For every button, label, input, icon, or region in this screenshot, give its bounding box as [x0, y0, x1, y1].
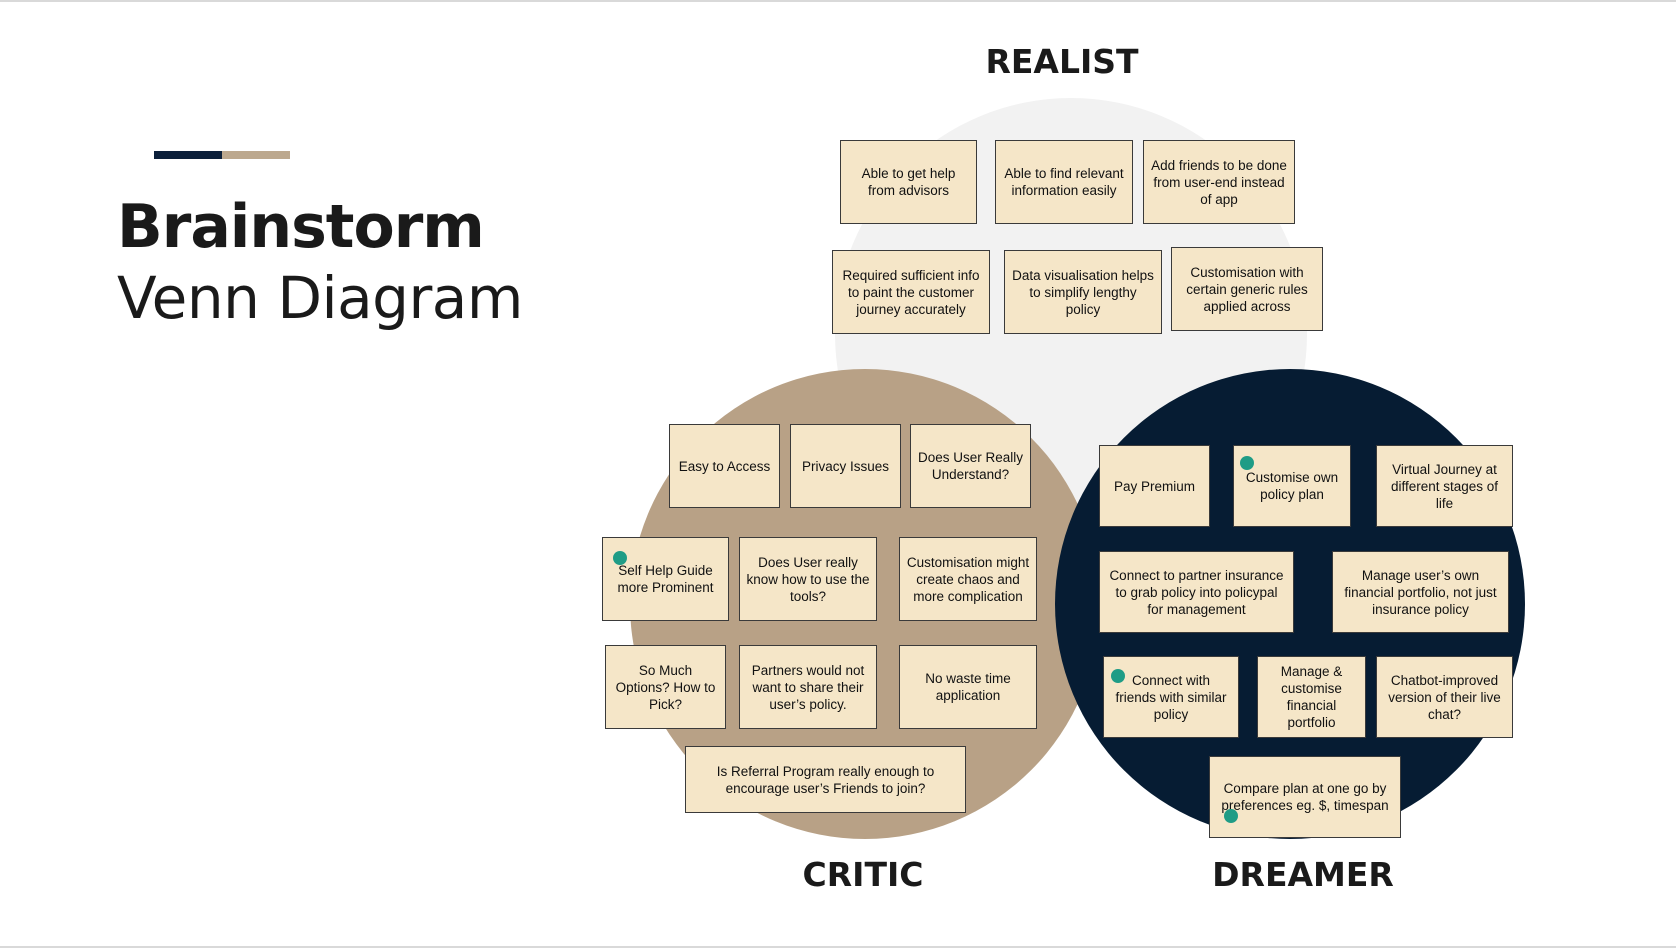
sticky-note: Does User really know how to use the too… — [739, 537, 877, 621]
slide-title: Brainstorm — [117, 192, 485, 262]
sticky-note: Add friends to be done from user-end ins… — [1143, 140, 1295, 224]
sticky-note: So Much Options? How to Pick? — [605, 645, 726, 729]
sticky-note: Compare plan at one go by preferences eg… — [1209, 756, 1401, 838]
sticky-note: Able to find relevant information easily — [995, 140, 1133, 224]
sticky-note: Manage & customise financial portfolio — [1257, 656, 1366, 738]
sticky-note: Easy to Access — [669, 424, 780, 508]
sticky-note: Self Help Guide more Prominent — [602, 537, 729, 621]
sticky-note: Privacy Issues — [790, 424, 901, 508]
sticky-note: Is Referral Program really enough to enc… — [685, 746, 966, 813]
slide-subtitle: Venn Diagram — [117, 264, 523, 332]
dot-marker — [1224, 809, 1238, 823]
sticky-note: Data visualisation helps to simplify len… — [1004, 250, 1162, 334]
sticky-note: Manage user’s own financial portfolio, n… — [1332, 551, 1509, 633]
realist-label: REALIST — [985, 42, 1139, 81]
accent-bar-dark — [154, 151, 222, 159]
dreamer-label: DREAMER — [1212, 855, 1394, 894]
accent-bar-light — [222, 151, 290, 159]
sticky-note: Connect to partner insurance to grab pol… — [1099, 551, 1294, 633]
sticky-note: Does User Really Understand? — [910, 424, 1031, 508]
sticky-note: Virtual Journey at different stages of l… — [1376, 445, 1513, 527]
sticky-note: Customise own policy plan — [1233, 445, 1351, 527]
sticky-note: No waste time application — [899, 645, 1037, 729]
sticky-note: Customisation with certain generic rules… — [1171, 247, 1323, 331]
dot-marker — [1240, 456, 1254, 470]
sticky-note: Chatbot-improved version of their live c… — [1376, 656, 1513, 738]
critic-label: CRITIC — [802, 855, 924, 894]
sticky-note: Customisation might create chaos and mor… — [899, 537, 1037, 621]
sticky-note: Pay Premium — [1099, 445, 1210, 527]
sticky-note: Connect with friends with similar policy — [1103, 656, 1239, 738]
sticky-note: Required sufficient info to paint the cu… — [832, 250, 990, 334]
dot-marker — [613, 551, 627, 565]
dot-marker — [1111, 669, 1125, 683]
sticky-note: Able to get help from advisors — [840, 140, 977, 224]
sticky-note: Partners would not want to share their u… — [739, 645, 877, 729]
